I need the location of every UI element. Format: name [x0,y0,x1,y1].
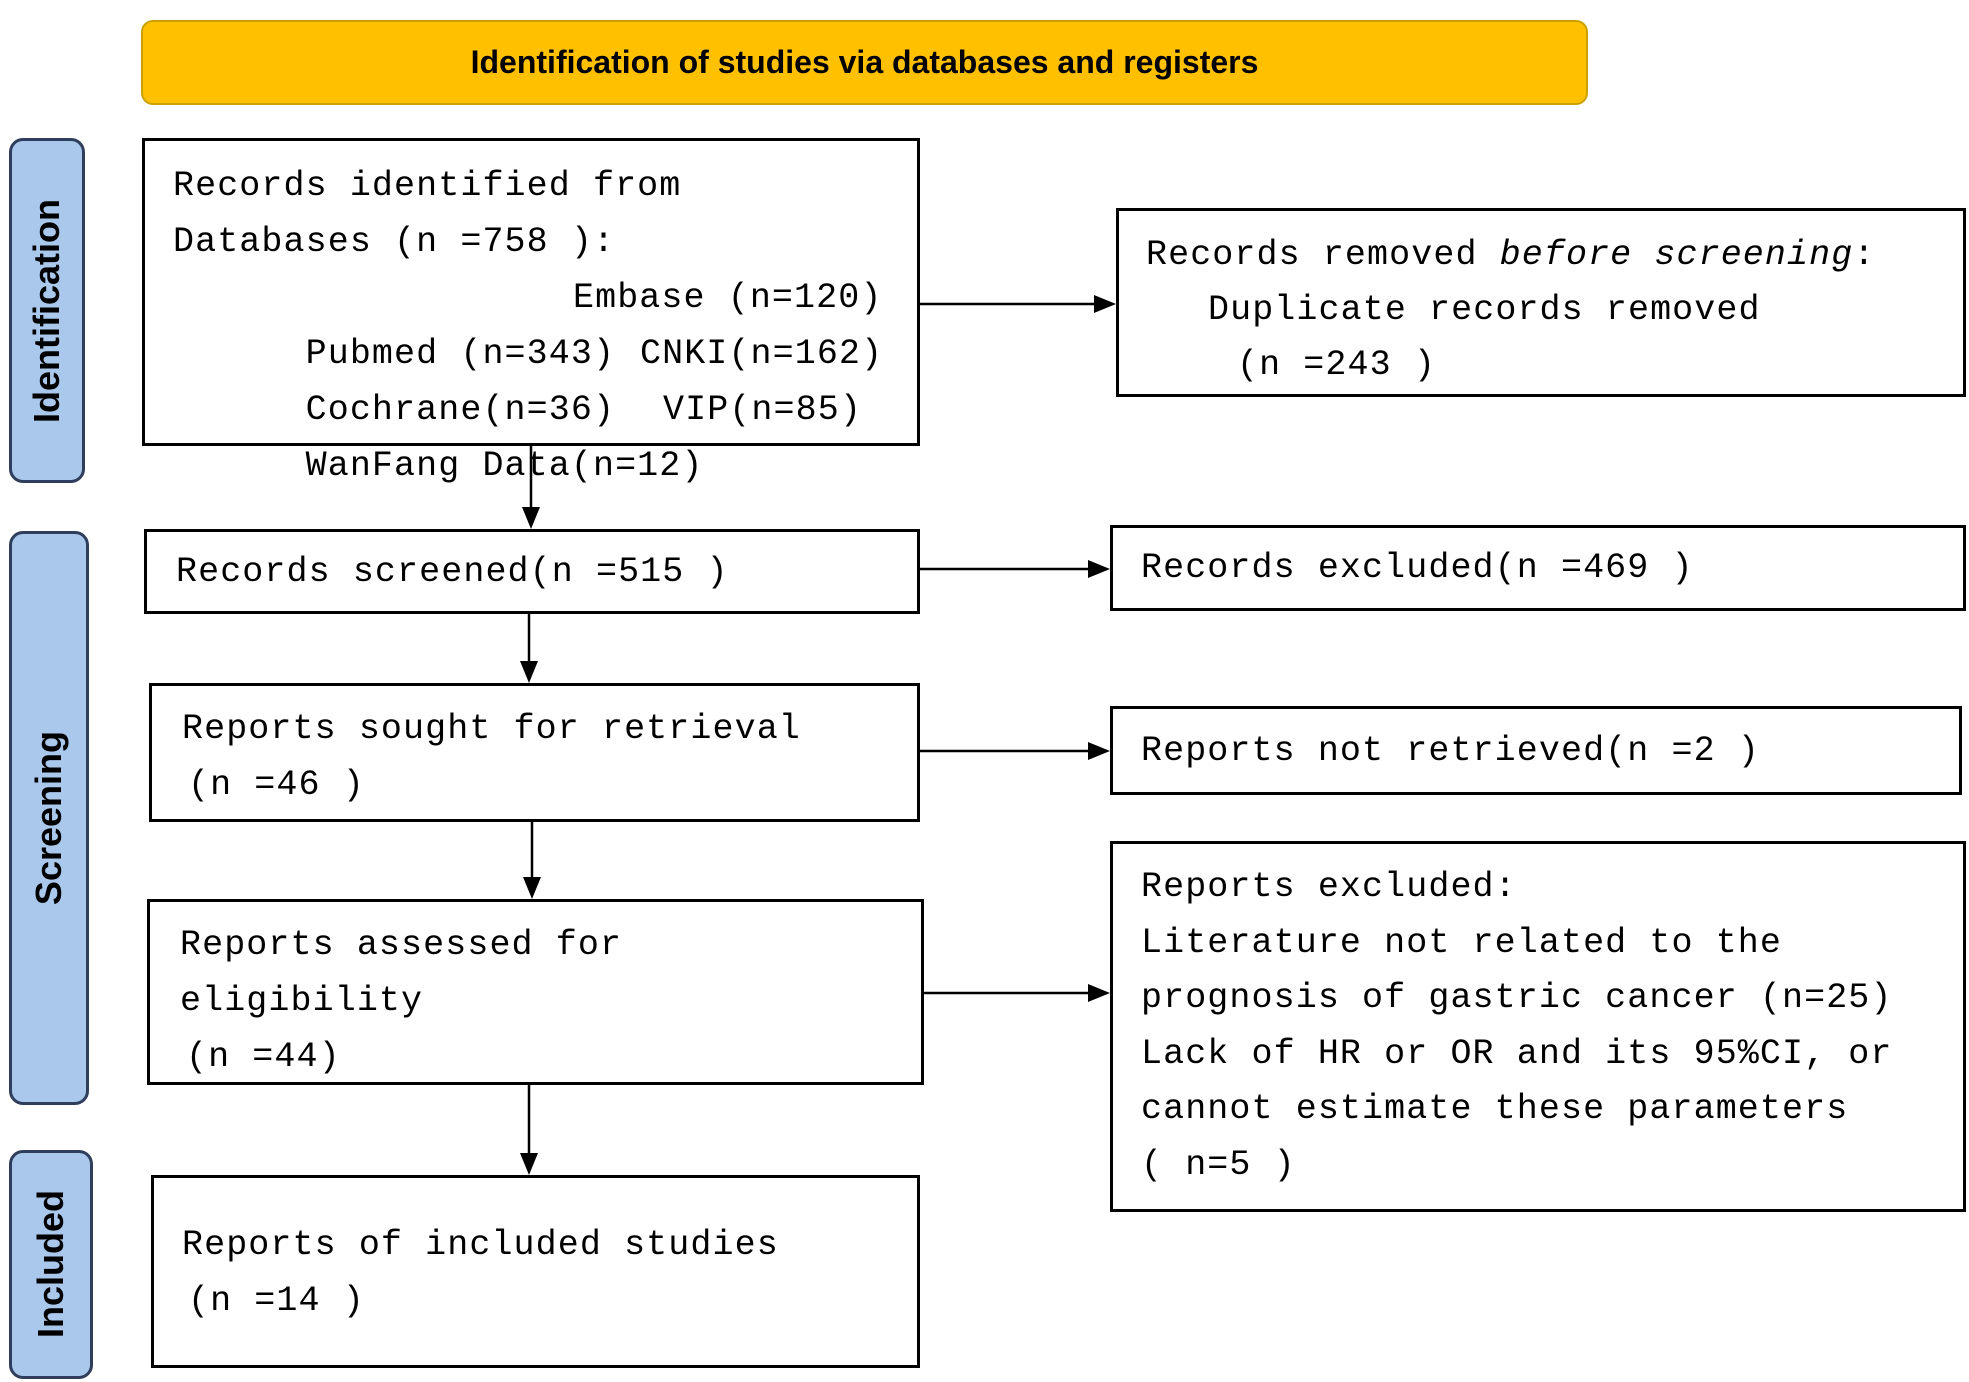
reports-assessed-line: eligibility [180,981,424,1021]
records-removed-box: Records removed before screening: Duplic… [1116,208,1966,397]
reports-assessed-count: (n =44) [186,1037,341,1077]
arrow-sought-to-not-retrieved [920,742,1110,760]
records-screened-text: Records screened(n =515 ) [176,551,729,592]
reports-excluded-line: cannot estimate these parameters [1141,1089,1849,1129]
phase-label-text: Included [30,1190,71,1339]
reports-excluded-line: ( n=5 ) [1141,1144,1296,1185]
database-source-row: Cochrane(n=36) CNKI(n=162) [173,326,917,430]
phase-label-text: Identification [26,198,67,423]
arrow-identified-to-removed [920,295,1116,313]
reports-included-box: Reports of included studies (n =14 ) [151,1175,920,1368]
database-source: VIP(n=85) [663,390,862,430]
header-banner: Identification of studies via databases … [141,20,1588,105]
header-title: Identification of studies via databases … [470,44,1259,80]
phase-label-included: Included [9,1150,93,1379]
records-identified-line: Records identified from [173,166,682,206]
records-removed-label-prefix: Records removed [1146,235,1500,275]
reports-excluded-box: Reports excluded: Literature not related… [1110,841,1966,1212]
reports-assessed-box: Reports assessed for eligibility (n =44) [147,899,924,1085]
database-source: Embase (n=120) [573,278,883,318]
phase-label-screening: Screening [9,531,89,1105]
reports-sought-count: (n =46 ) [188,765,365,805]
arrow-sought-to-assessed [523,822,541,899]
records-identified-line: Databases (n =758 ): [173,222,616,262]
arrow-screened-to-excluded [920,560,1110,578]
records-removed-label-suffix: : [1853,235,1876,275]
reports-excluded-line: Literature not related to the [1141,922,1782,963]
database-source: Pubmed (n=343) [305,334,616,374]
arrow-assessed-to-reports-excluded [924,984,1110,1002]
reports-excluded-line: Lack of HR or OR and its 95%CI, or [1141,1033,1893,1074]
arrow-screened-to-sought [520,614,538,683]
phase-label-text: Screening [28,730,69,906]
reports-not-retrieved-box: Reports not retrieved(n =2 ) [1110,706,1962,795]
records-removed-count: (n =243 ) [1237,345,1436,385]
records-removed-label-emphasis: before screening [1499,235,1854,275]
records-excluded-box: Records excluded(n =469 ) [1110,525,1966,611]
arrow-assessed-to-included [520,1085,538,1175]
records-removed-label: Records removed before screening: [1146,228,1963,283]
reports-sought-line: Reports sought for retrieval [182,709,801,749]
records-removed-detail: Duplicate records removed [1208,290,1761,330]
reports-included-count: (n =14 ) [188,1281,365,1321]
reports-not-retrieved-text: Reports not retrieved(n =2 ) [1141,730,1760,771]
reports-excluded-heading: Reports excluded: [1141,867,1517,907]
reports-excluded-line: prognosis of gastric cancer (n=25) [1141,978,1893,1018]
reports-included-line: Reports of included studies [182,1225,779,1265]
phase-label-identification: Identification [9,138,85,483]
database-source-row: WanFang Data(n=12) VIP(n=85) [173,382,917,486]
reports-assessed-line: Reports assessed for [180,925,623,965]
database-source: Cochrane(n=36) [305,390,616,430]
database-source: WanFang Data(n=12) [305,446,704,486]
database-source-row: Pubmed (n=343) Embase (n=120) [173,270,917,374]
reports-sought-box: Reports sought for retrieval (n =46 ) [149,683,920,822]
records-excluded-text: Records excluded(n =469 ) [1141,548,1694,588]
database-source: CNKI(n=162) [640,334,884,374]
records-screened-box: Records screened(n =515 ) [144,529,920,614]
records-identified-box: Records identified from Databases (n =75… [142,138,920,486]
